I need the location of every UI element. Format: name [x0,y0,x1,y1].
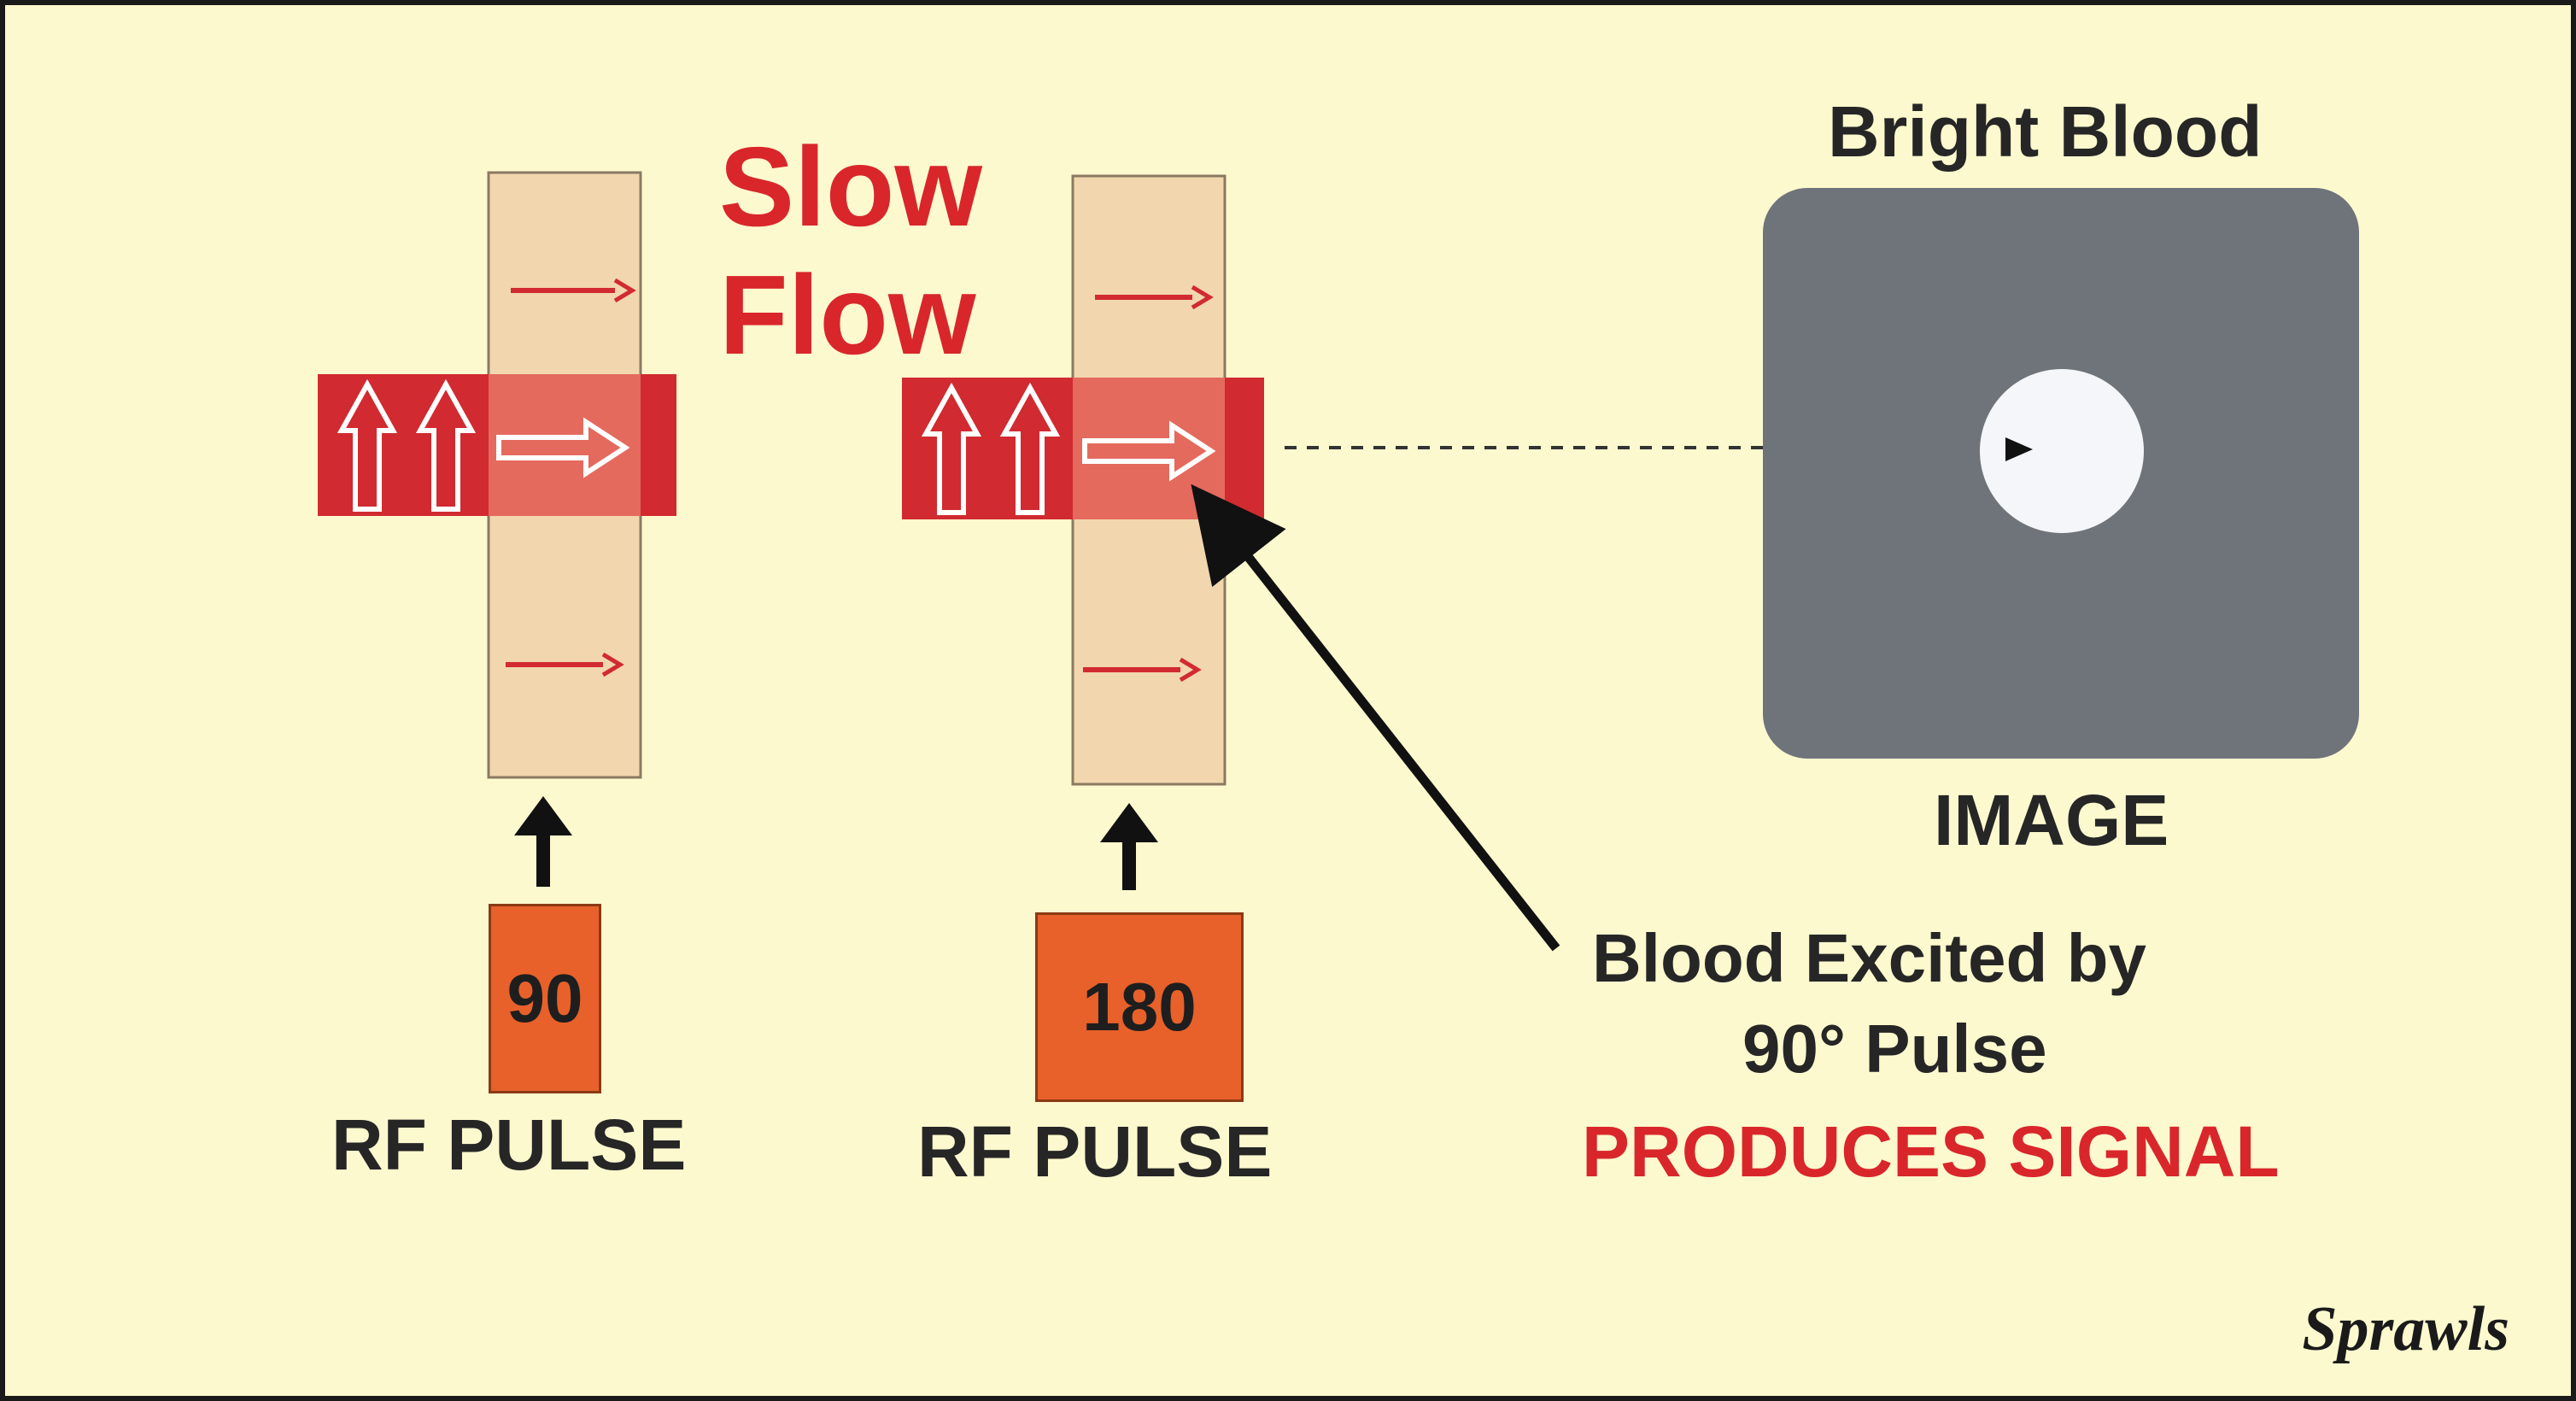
flow-arrow-icon [1082,420,1216,482]
flow-title-line1: Slow [719,124,983,249]
middle-panel [902,174,1264,890]
rf-pulse-caption: RF PULSE [331,1105,687,1185]
slice-vessel-overlap [1073,378,1225,519]
annotation-pointer-arrow [1191,484,1560,952]
up-arrow-icon [514,796,572,887]
flow-arrow-icon [496,417,630,478]
pulse-value: 90 [506,960,583,1036]
author-signature: Sprawls [2302,1294,2509,1364]
annotation-line2: 90° Pulse [1742,1011,2047,1087]
left-panel [318,171,676,887]
image-caption: IMAGE [1934,780,2169,860]
spin-up-arrow-icon [337,378,398,512]
flow-arrow-icon [1095,284,1214,310]
annotation-result: PRODUCES SIGNAL [1582,1111,2280,1192]
flow-title-line2: Flow [719,252,976,378]
spin-up-arrow-icon [921,382,982,515]
flow-arrow-icon [1083,657,1202,683]
diagram-artwork [318,171,2359,952]
image-title: Bright Blood [1828,91,2263,172]
pointer-arrow-icon [2005,437,2033,461]
bright-blood-spot [1980,369,2144,533]
rf-pulse-180-box: 180 [1035,912,1244,1102]
slice-vessel-overlap [489,374,641,516]
pulse-value: 180 [1082,969,1197,1045]
spin-up-arrow-icon [415,378,477,512]
flow-type-title: Slow Flow [719,123,1027,379]
spin-up-arrow-icon [999,382,1061,515]
rf-pulse-90-box: 90 [489,904,601,1093]
up-arrow-icon [1100,803,1158,890]
image-panel [1763,188,2359,759]
flow-arrow-icon [506,652,624,677]
annotation-line1: Blood Excited by [1592,920,2146,996]
flow-arrow-icon [511,278,636,303]
rf-pulse-caption: RF PULSE [917,1111,1273,1192]
